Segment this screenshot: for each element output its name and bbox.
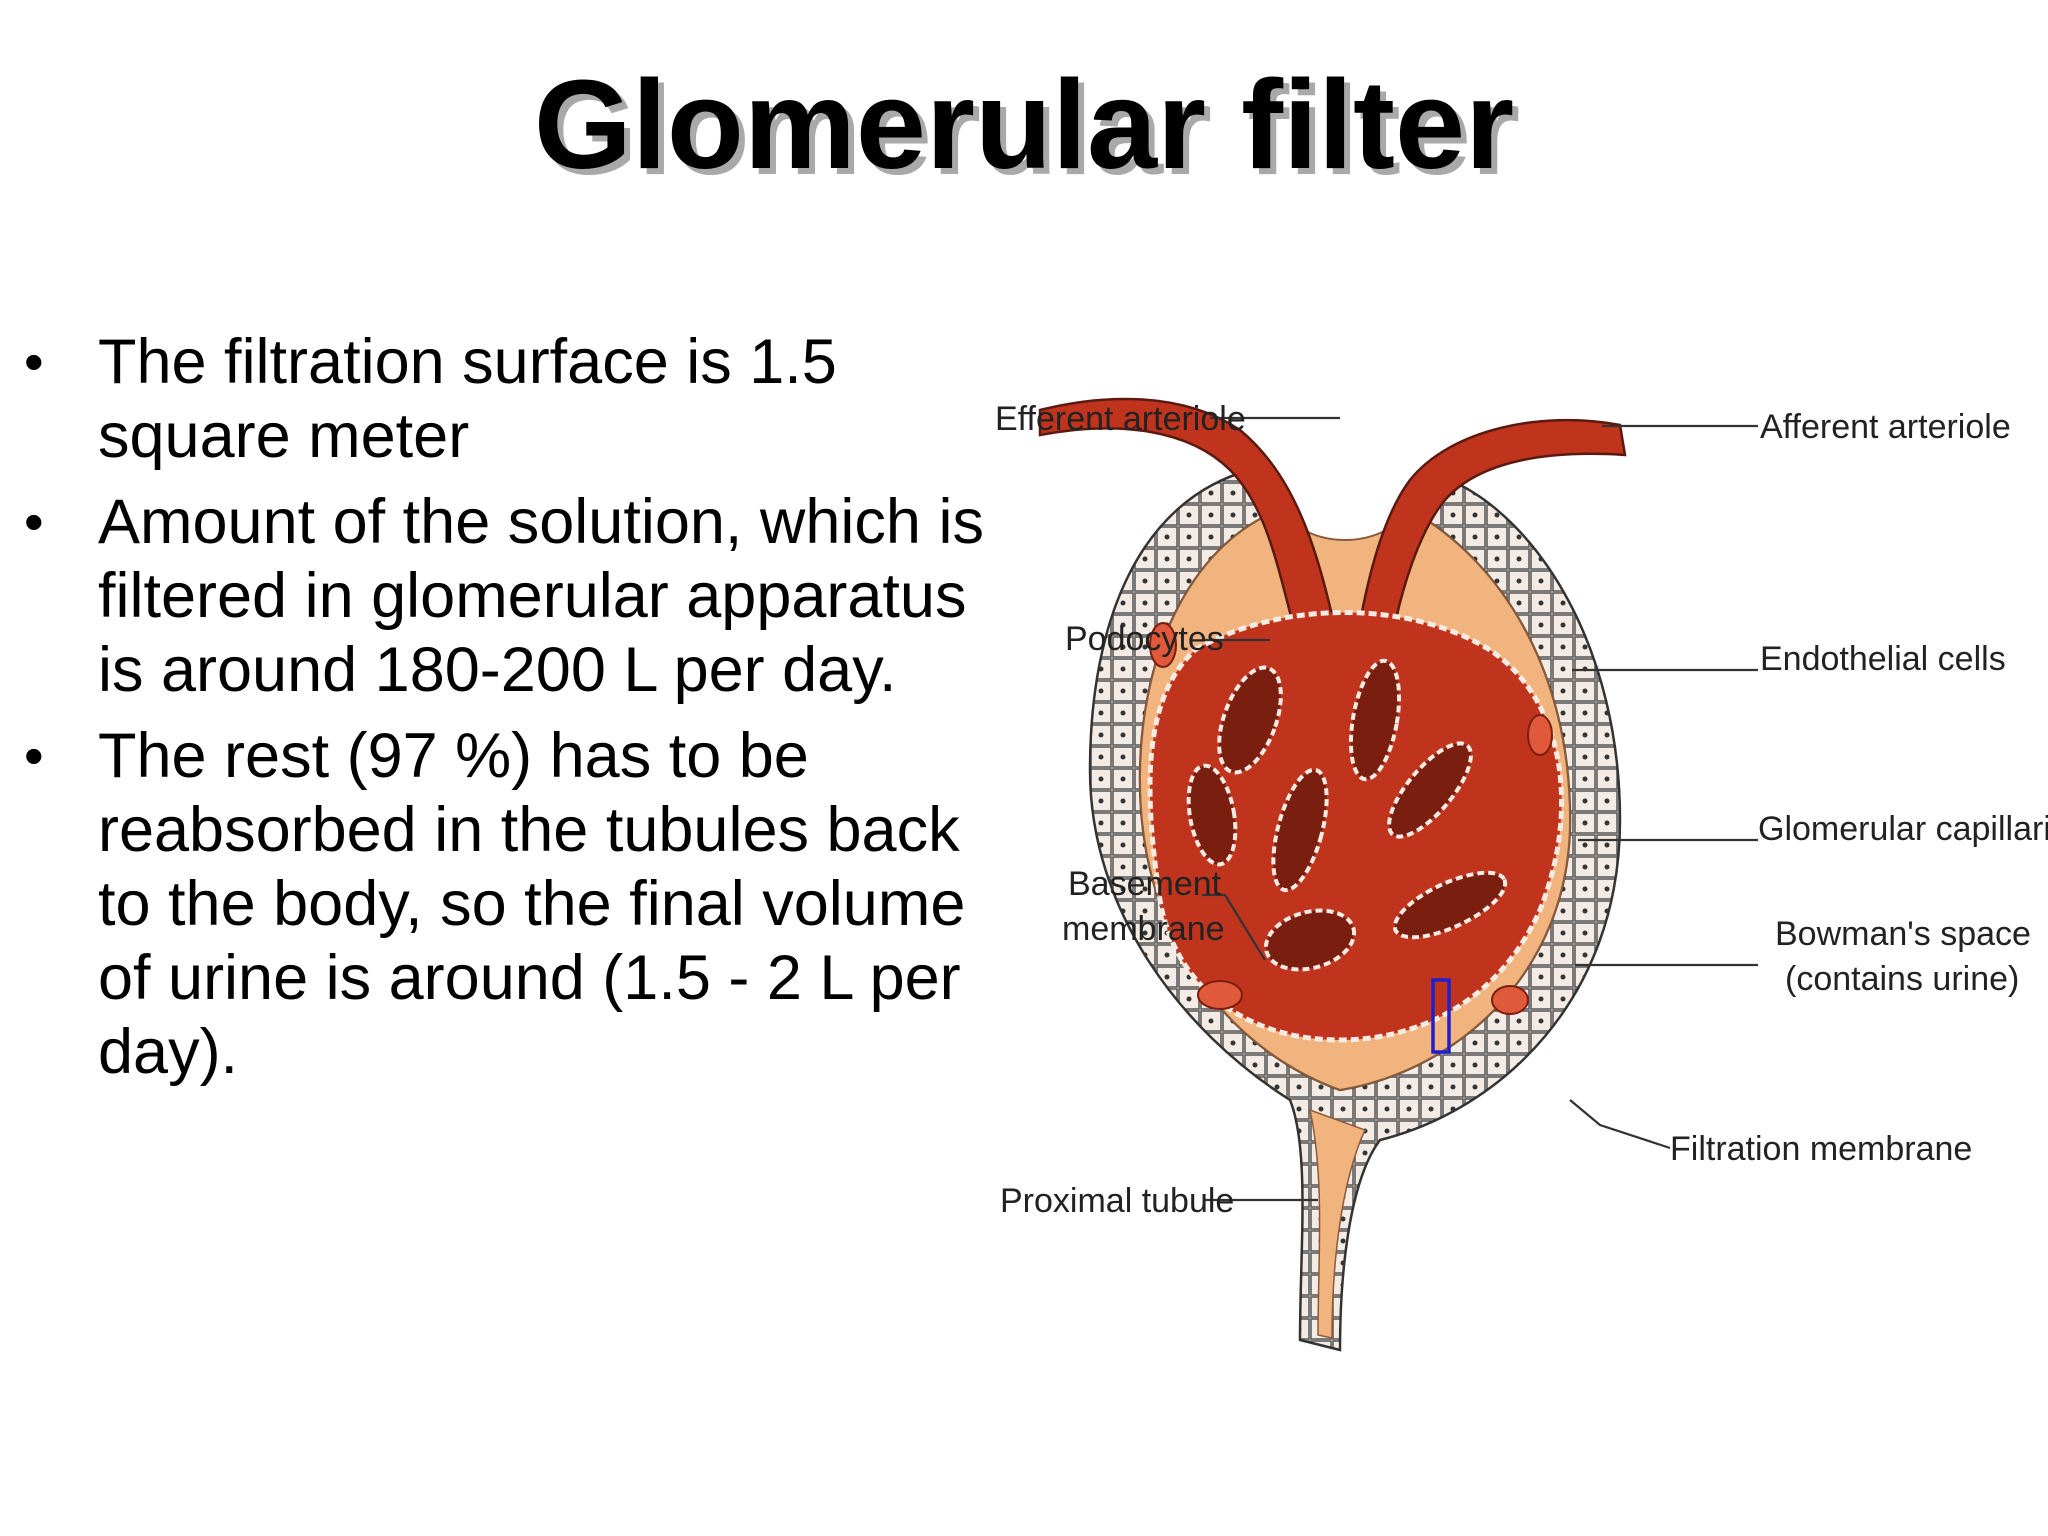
label-proximal-tubule: Proximal tubule bbox=[1000, 1182, 1234, 1220]
capillary-loop bbox=[1217, 665, 1283, 775]
bullet-dot-icon: • bbox=[24, 724, 44, 787]
bullet-text: The filtration surface is 1.5 square met… bbox=[98, 327, 837, 471]
capillary-loop bbox=[1387, 741, 1473, 839]
label-afferent-arteriole: Afferent arteriole bbox=[1760, 408, 2011, 446]
proximal-tubule-lumen bbox=[1308, 1108, 1367, 1339]
label-bowmans-line1: Bowman's space bbox=[1775, 915, 2031, 953]
label-glomerular-capillaries: Glomerular capillaries bbox=[1758, 810, 2048, 848]
filtration-highlight-box bbox=[1431, 978, 1451, 1054]
bullet-text: Amount of the solution, which is filtere… bbox=[98, 487, 984, 705]
capillary-loop bbox=[1271, 767, 1329, 893]
podocyte bbox=[1527, 714, 1553, 756]
label-filtration-membrane: Filtration membrane bbox=[1670, 1130, 1972, 1168]
bullet-item: • Amount of the solution, which is filte… bbox=[0, 485, 990, 707]
bullet-text: The rest (97 %) has to be reabsorbed in … bbox=[98, 721, 966, 1087]
bullet-item: • The rest (97 %) has to be reabsorbed i… bbox=[0, 719, 990, 1089]
label-basement-line1: Basement bbox=[1068, 865, 1222, 903]
label-endothelial-cells: Endothelial cells bbox=[1760, 640, 2006, 678]
label-basement-line2: membrane bbox=[1062, 910, 1225, 948]
slide-title: Glomerular filter bbox=[533, 54, 1515, 195]
leader-filtration bbox=[1569, 1099, 1671, 1150]
bullet-dot-icon: • bbox=[24, 490, 44, 553]
capillary-loop bbox=[1348, 658, 1402, 782]
capillary-loop bbox=[1392, 870, 1508, 940]
capillary-loop bbox=[1186, 763, 1238, 867]
glomerulus-diagram: Efferent arteriole Afferent arteriole Po… bbox=[995, 397, 2048, 1352]
podocyte bbox=[1197, 980, 1243, 1010]
bullet-list: • The filtration surface is 1.5 square m… bbox=[0, 325, 990, 1101]
capillary-loop bbox=[1263, 908, 1357, 972]
bullet-dot-icon: • bbox=[24, 330, 44, 393]
podocyte bbox=[1491, 985, 1529, 1015]
podocyte bbox=[1149, 622, 1177, 668]
bullet-item: • The filtration surface is 1.5 square m… bbox=[0, 325, 990, 473]
label-podocytes: Podocytes bbox=[1065, 620, 1224, 658]
leader-basement bbox=[1202, 893, 1266, 961]
label-efferent-arteriole: Efferent arteriole bbox=[995, 400, 1246, 438]
label-bowmans-line2: (contains urine) bbox=[1785, 960, 2019, 998]
